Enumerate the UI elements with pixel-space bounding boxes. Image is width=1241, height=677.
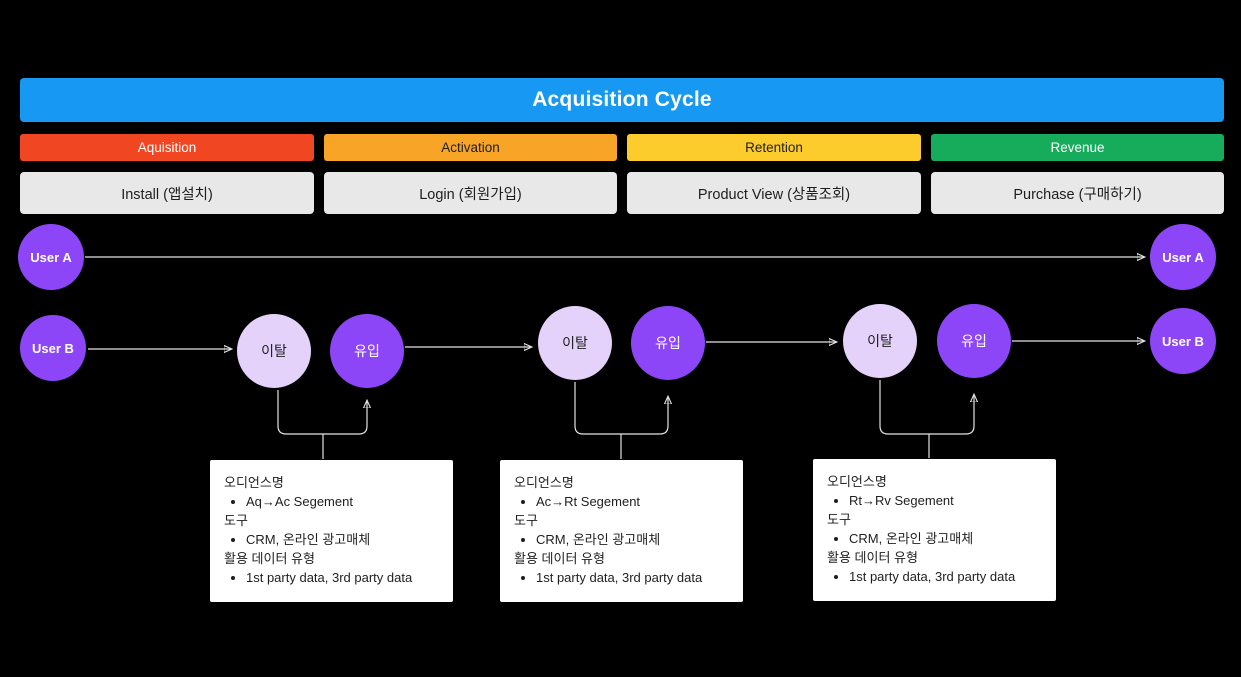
data-type-value: 1st party data, 3rd party data xyxy=(246,568,439,587)
tools-value: CRM, 온라인 광고매체 xyxy=(536,530,729,549)
node-label: 유입 xyxy=(655,335,681,351)
user-b-start-node: User B xyxy=(20,315,86,381)
stage-label: Aquisition xyxy=(137,140,197,155)
data-type-title: 활용 데이터 유형 xyxy=(827,550,918,565)
data-type-value: 1st party data, 3rd party data xyxy=(536,568,729,587)
node-label: User B xyxy=(32,340,74,356)
step-label: Install (앱설치) xyxy=(121,186,213,203)
data-type-value: 1st party data, 3rd party data xyxy=(849,567,1042,586)
audience-title: 오디언스명 xyxy=(224,475,284,490)
tools-title: 도구 xyxy=(224,513,248,528)
inflow-node-3: 유입 xyxy=(937,304,1011,378)
step-label: Product View (상품조회) xyxy=(697,186,851,203)
user-b-end-node: User B xyxy=(1150,308,1216,374)
stage-bar-retention: Retention xyxy=(627,134,921,161)
node-label: 유입 xyxy=(961,333,987,349)
node-label: User B xyxy=(1162,333,1204,349)
audience-value: Ac→Rt Segement xyxy=(536,492,729,511)
stage-bar-aquisition: Aquisition xyxy=(20,134,314,161)
audience-box-1: 오디언스명 Aq→Ac Segement 도구 CRM, 온라인 광고매체 활용… xyxy=(210,460,453,602)
data-type-title: 활용 데이터 유형 xyxy=(514,551,605,566)
churn-node-3: 이탈 xyxy=(843,304,917,378)
stage-label: Activation xyxy=(441,140,500,155)
audience-value: Rt→Rv Segement xyxy=(849,491,1042,510)
stage-bar-activation: Activation xyxy=(324,134,617,161)
node-label: 이탈 xyxy=(867,333,893,349)
node-label: 이탈 xyxy=(562,335,588,351)
audience-title: 오디언스명 xyxy=(827,474,887,489)
retarget-bracket-1 xyxy=(277,390,367,435)
stage-label: Retention xyxy=(745,140,803,155)
data-type-title: 활용 데이터 유형 xyxy=(224,551,315,566)
retarget-bracket-3 xyxy=(879,380,974,435)
user-a-start-node: User A xyxy=(18,224,84,290)
page-title: Acquisition Cycle xyxy=(532,88,712,111)
node-label: 유입 xyxy=(354,343,380,359)
tools-title: 도구 xyxy=(514,513,538,528)
user-a-end-node: User A xyxy=(1150,224,1216,290)
node-label: 이탈 xyxy=(261,343,287,359)
tools-title: 도구 xyxy=(827,512,851,527)
audience-value: Aq→Ac Segement xyxy=(246,492,439,511)
audience-box-2: 오디언스명 Ac→Rt Segement 도구 CRM, 온라인 광고매체 활용… xyxy=(500,460,743,602)
churn-node-2: 이탈 xyxy=(538,306,612,380)
audience-box-3: 오디언스명 Rt→Rv Segement 도구 CRM, 온라인 광고매체 활용… xyxy=(813,459,1056,601)
churn-node-1: 이탈 xyxy=(237,314,311,388)
audience-title: 오디언스명 xyxy=(514,475,574,490)
inflow-node-1: 유입 xyxy=(330,314,404,388)
node-label: User A xyxy=(30,249,72,265)
retarget-bracket-2 xyxy=(574,382,668,435)
stage-bar-revenue: Revenue xyxy=(931,134,1224,161)
title-bar: Acquisition Cycle xyxy=(20,78,1224,122)
step-bar-purchase: Purchase (구매하기) xyxy=(931,172,1224,214)
step-bar-install: Install (앱설치) xyxy=(20,172,314,214)
step-label: Purchase (구매하기) xyxy=(1013,186,1142,203)
stage-label: Revenue xyxy=(1050,140,1105,155)
node-label: User A xyxy=(1162,249,1204,265)
tools-value: CRM, 온라인 광고매체 xyxy=(246,530,439,549)
step-bar-login: Login (회원가입) xyxy=(324,172,617,214)
step-label: Login (회원가입) xyxy=(419,186,522,203)
step-bar-product-view: Product View (상품조회) xyxy=(627,172,921,214)
tools-value: CRM, 온라인 광고매체 xyxy=(849,529,1042,548)
inflow-node-2: 유입 xyxy=(631,306,705,380)
